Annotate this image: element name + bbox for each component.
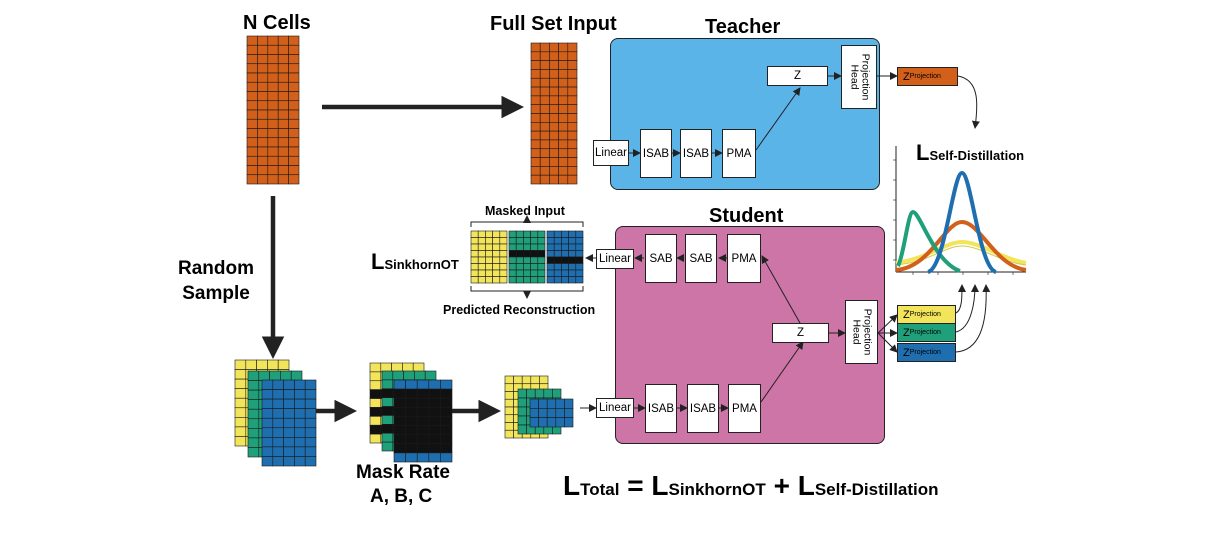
- student-projection-head: Projection Head: [845, 300, 878, 364]
- distribution-plot: [893, 146, 1027, 275]
- subset-grid-blue: [529, 398, 574, 428]
- recon-grid-yellow: [470, 230, 508, 284]
- student-encoder-linear-block: Linear: [596, 398, 634, 418]
- student-sab2-block: SAB: [685, 234, 717, 283]
- teacher-pma-block: PMA: [722, 129, 756, 178]
- student-z-block: Z: [772, 323, 829, 343]
- sinkhorn-loss-label: LSinkhornOT: [371, 249, 459, 274]
- student-sab1-block: SAB: [645, 234, 677, 283]
- recon-grid-green: [508, 230, 546, 284]
- full-set-input-label: Full Set Input: [490, 13, 617, 35]
- mask-rate-values: A, B, C: [370, 486, 433, 507]
- student-label: Student: [709, 205, 784, 227]
- teacher-projection-head: Projection Head: [841, 45, 877, 109]
- student-isab2-block: ISAB: [687, 384, 719, 433]
- masked-grid-blue: [393, 379, 453, 463]
- student-pma-decoder-block: PMA: [727, 234, 761, 283]
- teacher-isab2-block: ISAB: [680, 129, 712, 178]
- mask-rate-label: Mask Rate: [356, 462, 450, 483]
- student-decoder-linear-block: Linear: [596, 249, 634, 269]
- teacher-isab1-block: ISAB: [640, 129, 672, 178]
- n-cells-grid: [246, 35, 300, 185]
- teacher-label: Teacher: [705, 16, 781, 38]
- n-cells-label: N Cells: [243, 12, 311, 34]
- teacher-z-block: Z: [767, 66, 828, 86]
- masked-input-label: Masked Input: [485, 204, 565, 218]
- self-distillation-loss-label: LSelf-Distillation: [916, 140, 1025, 165]
- full-set-input-grid: [530, 42, 578, 185]
- student-isab1-block: ISAB: [645, 384, 677, 433]
- total-loss-equation: LTotal = LSinkhornOT + LSelf-Distillatio…: [563, 470, 939, 501]
- teacher-linear-block: Linear: [593, 140, 629, 166]
- sample-grid-blue: [261, 379, 317, 467]
- predicted-reconstruction-label: Predicted Reconstruction: [443, 303, 596, 317]
- random-sample-label: Random Sample: [178, 258, 254, 304]
- student-pma-encoder-block: PMA: [728, 384, 761, 433]
- recon-grid-blue: [546, 230, 584, 284]
